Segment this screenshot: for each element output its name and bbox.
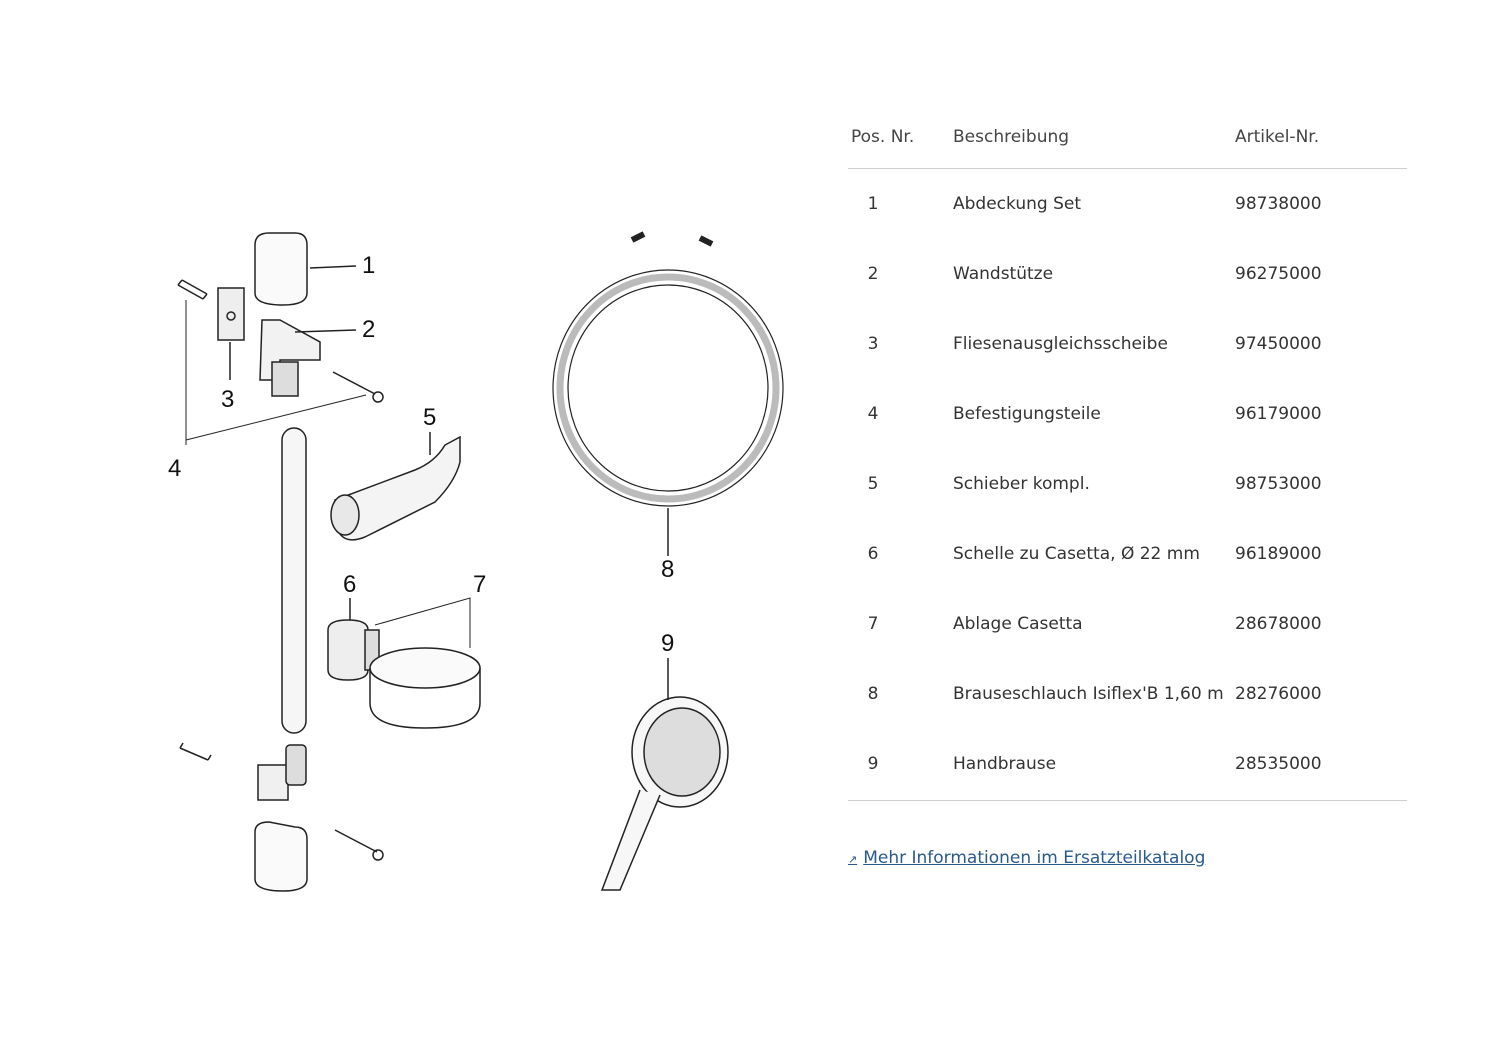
part-cover-bottom	[254, 821, 308, 892]
cell-art: 28678000	[1235, 614, 1322, 634]
cell-pos: 3	[867, 334, 879, 354]
table-header: Pos. Nr. Beschreibung Artikel-Nr.	[848, 118, 1407, 169]
cell-desc: Befestigungsteile	[953, 404, 1101, 424]
callout-6: 6	[343, 571, 356, 598]
part-screw-top	[332, 371, 376, 395]
callout-8: 8	[661, 556, 674, 583]
external-link-icon: ↗	[848, 853, 858, 866]
callout-7: 7	[473, 571, 486, 598]
cell-pos: 9	[867, 754, 879, 774]
part-tile-spacer	[217, 287, 245, 341]
table-row: 2 Wandstütze 96275000	[848, 240, 1407, 310]
cell-pos: 8	[867, 684, 879, 704]
part-dowel-top	[177, 279, 208, 300]
cell-desc: Schelle zu Casetta, Ø 22 mm	[953, 544, 1200, 564]
cell-art: 98738000	[1235, 194, 1322, 214]
cell-desc: Ablage Casetta	[953, 614, 1083, 634]
callout-9: 9	[661, 630, 674, 657]
header-art: Artikel-Nr.	[1235, 127, 1320, 147]
cell-pos: 1	[867, 194, 879, 214]
cell-art: 97450000	[1235, 334, 1322, 354]
table-row: 9 Handbrause 28535000	[848, 730, 1407, 800]
cell-art: 96179000	[1235, 404, 1322, 424]
cell-art: 28276000	[1235, 684, 1322, 704]
cell-pos: 4	[867, 404, 879, 424]
table-row: 8 Brauseschlauch Isiflex'B 1,60 m 28276000	[848, 660, 1407, 730]
cell-desc: Schieber kompl.	[953, 474, 1090, 494]
callout-1: 1	[362, 252, 375, 279]
cell-pos: 7	[867, 614, 879, 634]
cell-pos: 5	[867, 474, 879, 494]
cell-art: 28535000	[1235, 754, 1322, 774]
part-dowel-bottom	[179, 742, 212, 761]
table-row: 6 Schelle zu Casetta, Ø 22 mm 96189000	[848, 520, 1407, 590]
part-cover-top	[254, 232, 308, 306]
header-pos: Pos. Nr.	[851, 127, 915, 147]
part-slide-rail	[281, 427, 307, 734]
catalog-link-label[interactable]: Mehr Informationen im Ersatzteilkatalog	[863, 848, 1206, 868]
table-row: 4 Befestigungsteile 96179000	[848, 380, 1407, 450]
cell-art: 96189000	[1235, 544, 1322, 564]
callout-5: 5	[423, 404, 436, 431]
cell-desc: Wandstütze	[953, 264, 1054, 284]
cell-pos: 6	[867, 544, 879, 564]
table-row: 1 Abdeckung Set 98738000	[848, 170, 1407, 240]
cell-art: 96275000	[1235, 264, 1322, 284]
part-shelf-ring	[369, 647, 481, 689]
part-hand-shower	[600, 696, 729, 891]
callout-2: 2	[362, 316, 375, 343]
cell-pos: 2	[867, 264, 879, 284]
table-row: 3 Fliesenausgleichsscheibe 97450000	[848, 310, 1407, 380]
cell-art: 98753000	[1235, 474, 1322, 494]
part-wall-bracket-bottom	[257, 764, 289, 801]
catalog-link[interactable]: ↗ Mehr Informationen im Ersatzteilkatalog	[848, 848, 1205, 868]
callout-4: 4	[168, 455, 181, 482]
part-clip	[327, 619, 369, 681]
part-screw-bottom	[334, 829, 378, 853]
table-row: 7 Ablage Casetta 28678000	[848, 590, 1407, 660]
cell-desc: Fliesenausgleichsscheibe	[953, 334, 1168, 354]
parts-table: Pos. Nr. Beschreibung Artikel-Nr. 1 Abdec…	[848, 118, 1407, 801]
header-desc: Beschreibung	[953, 127, 1070, 147]
table-row: 5 Schieber kompl. 98753000	[848, 450, 1407, 520]
part-shower-hose	[552, 231, 784, 507]
cell-desc: Handbrause	[953, 754, 1057, 774]
exploded-parts-diagram: 1 2 3 4 5 6 7 8 9	[168, 231, 784, 892]
callout-3: 3	[221, 386, 234, 413]
cell-desc: Abdeckung Set	[953, 194, 1081, 214]
cell-desc: Brauseschlauch Isiflex'B 1,60 m	[953, 684, 1224, 704]
part-slider	[334, 435, 461, 541]
